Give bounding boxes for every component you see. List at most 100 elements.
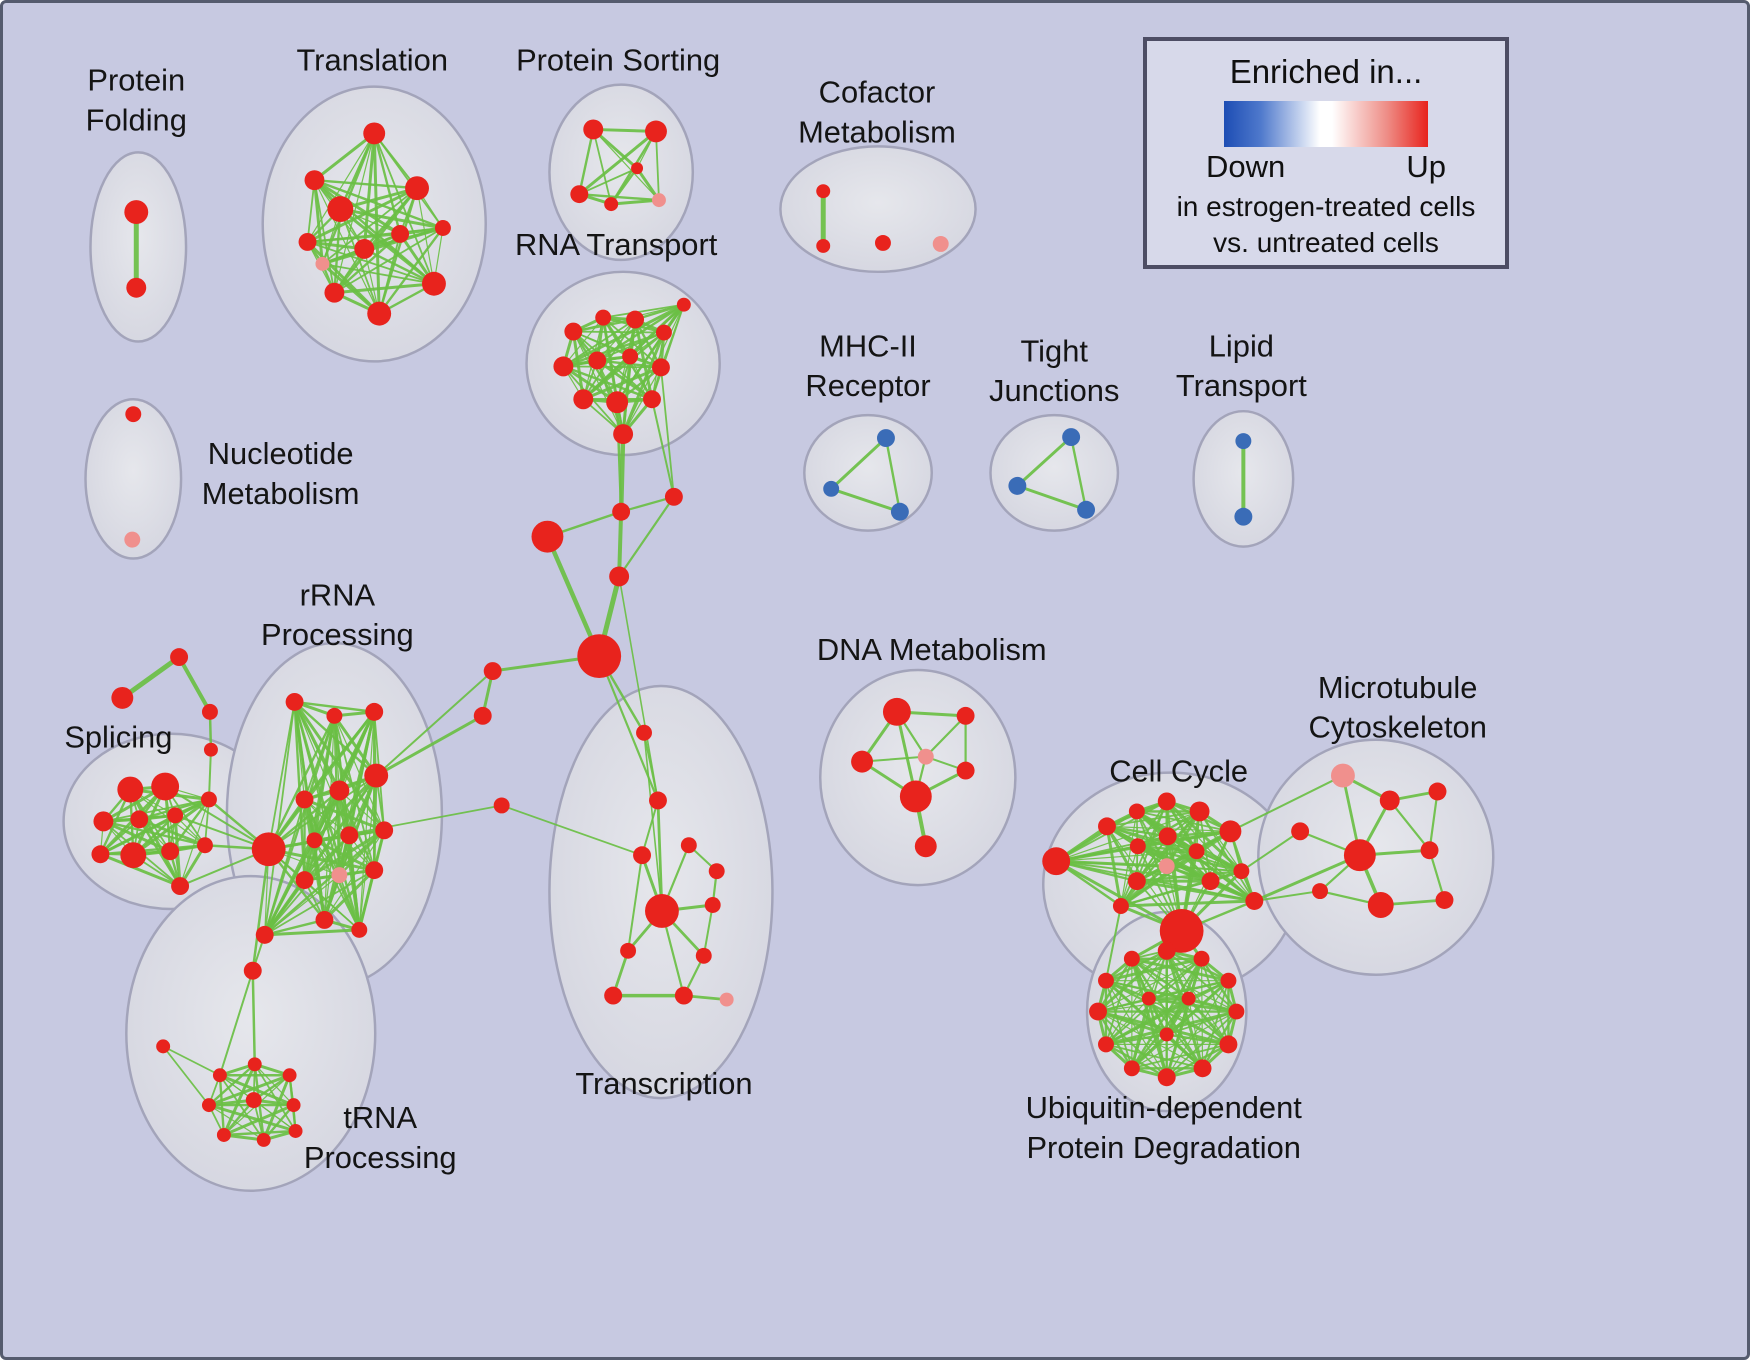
gene-set-node: [483, 662, 502, 680]
gene-set-node: [643, 390, 661, 409]
edge: [1166, 800, 1255, 902]
gene-set-node: [1428, 782, 1447, 801]
edge: [1120, 800, 1168, 907]
edge: [263, 701, 296, 936]
edge: [1015, 484, 1088, 512]
edge: [578, 167, 638, 196]
edge: [1135, 869, 1243, 883]
edge: [1097, 1010, 1204, 1069]
edge: [373, 774, 378, 872]
gene-set-node: [434, 220, 451, 236]
gene-set-node: [1379, 790, 1400, 811]
gene-set-node: [1367, 892, 1394, 918]
gene-set-node: [564, 322, 583, 341]
edge: [378, 233, 402, 315]
legend-up-label: Up: [1406, 149, 1446, 184]
edge: [1131, 958, 1237, 1013]
edge: [303, 789, 341, 882]
gene-set-node: [573, 389, 594, 410]
edge: [578, 128, 595, 196]
gene-set-node: [651, 358, 670, 377]
gene-set-node: [1158, 827, 1177, 846]
edge: [1130, 957, 1169, 1079]
gene-set-node: [595, 309, 612, 326]
edge: [267, 774, 378, 851]
gene-set-node: [649, 791, 667, 810]
edge: [1069, 435, 1088, 511]
microtubule-cytoskeleton-ellipse: [1257, 738, 1495, 976]
edge: [358, 774, 377, 931]
gene-set-node: [1420, 841, 1439, 860]
edge: [207, 748, 212, 801]
edge: [1105, 824, 1139, 883]
edge: [267, 701, 296, 851]
gene-set-node: [612, 502, 631, 521]
gene-set-node: [422, 271, 446, 296]
edge: [1135, 809, 1213, 883]
edge: [1428, 790, 1439, 852]
gene-set-node: [117, 776, 144, 803]
edge: [313, 179, 419, 190]
gene-set-node: [295, 871, 314, 890]
edge: [1104, 997, 1191, 1046]
legend: Enriched in... Down Up in estrogen-treat…: [1143, 37, 1509, 269]
gene-set-node: [315, 256, 330, 271]
edge: [592, 128, 613, 206]
gene-set-node: [633, 846, 651, 865]
gene-set-node: [1112, 898, 1129, 914]
gene-set-node: [1201, 872, 1220, 891]
edge: [131, 797, 211, 857]
edge: [222, 1103, 296, 1137]
rna-transport-label: RNA Transport: [515, 227, 718, 262]
gene-set-node: [1077, 500, 1096, 519]
edge: [333, 227, 444, 294]
edge: [332, 714, 378, 778]
edge: [572, 330, 624, 435]
edge: [303, 714, 336, 882]
edge: [1201, 979, 1230, 1070]
edge: [660, 366, 675, 498]
edge: [618, 575, 659, 802]
edge: [924, 714, 967, 758]
edge: [1188, 997, 1204, 1069]
gene-set-node: [304, 170, 325, 191]
tight-junctions-ellipse: [989, 413, 1120, 532]
translation-label: Translation: [296, 43, 448, 78]
edge: [263, 918, 326, 937]
edge: [338, 186, 419, 211]
edge: [577, 129, 658, 196]
edge: [1105, 957, 1133, 1046]
nucleotide-metabolism-ellipse: [84, 397, 183, 560]
edge: [222, 1129, 297, 1137]
edge: [562, 317, 604, 367]
edge: [306, 241, 435, 285]
gene-set-node: [570, 185, 589, 204]
gene-set-node: [1128, 803, 1145, 820]
gene-set-node: [604, 197, 619, 212]
gene-set-node: [91, 845, 110, 864]
edge: [582, 355, 632, 401]
gene-set-node: [606, 391, 629, 414]
gene-set-node: [170, 648, 189, 667]
edge: [264, 874, 340, 936]
gene-set-node: [351, 921, 368, 938]
gene-set-node: [354, 238, 375, 259]
edge: [253, 1099, 297, 1132]
edge: [1165, 865, 1243, 873]
gene-set-node: [315, 910, 334, 929]
gene-set-node: [1141, 991, 1156, 1006]
gene-set-node: [932, 235, 949, 252]
legend-caption-line1: in estrogen-treated cells: [1176, 191, 1476, 222]
gene-set-node: [1219, 820, 1242, 843]
edge: [561, 303, 686, 368]
edge: [656, 799, 664, 913]
cell-cycle-label: Cell Cycle: [1109, 754, 1248, 789]
edge: [1195, 850, 1242, 872]
edge: [207, 1073, 292, 1107]
edge: [253, 1063, 297, 1132]
gene-set-node: [655, 324, 672, 341]
edge: [306, 186, 419, 244]
